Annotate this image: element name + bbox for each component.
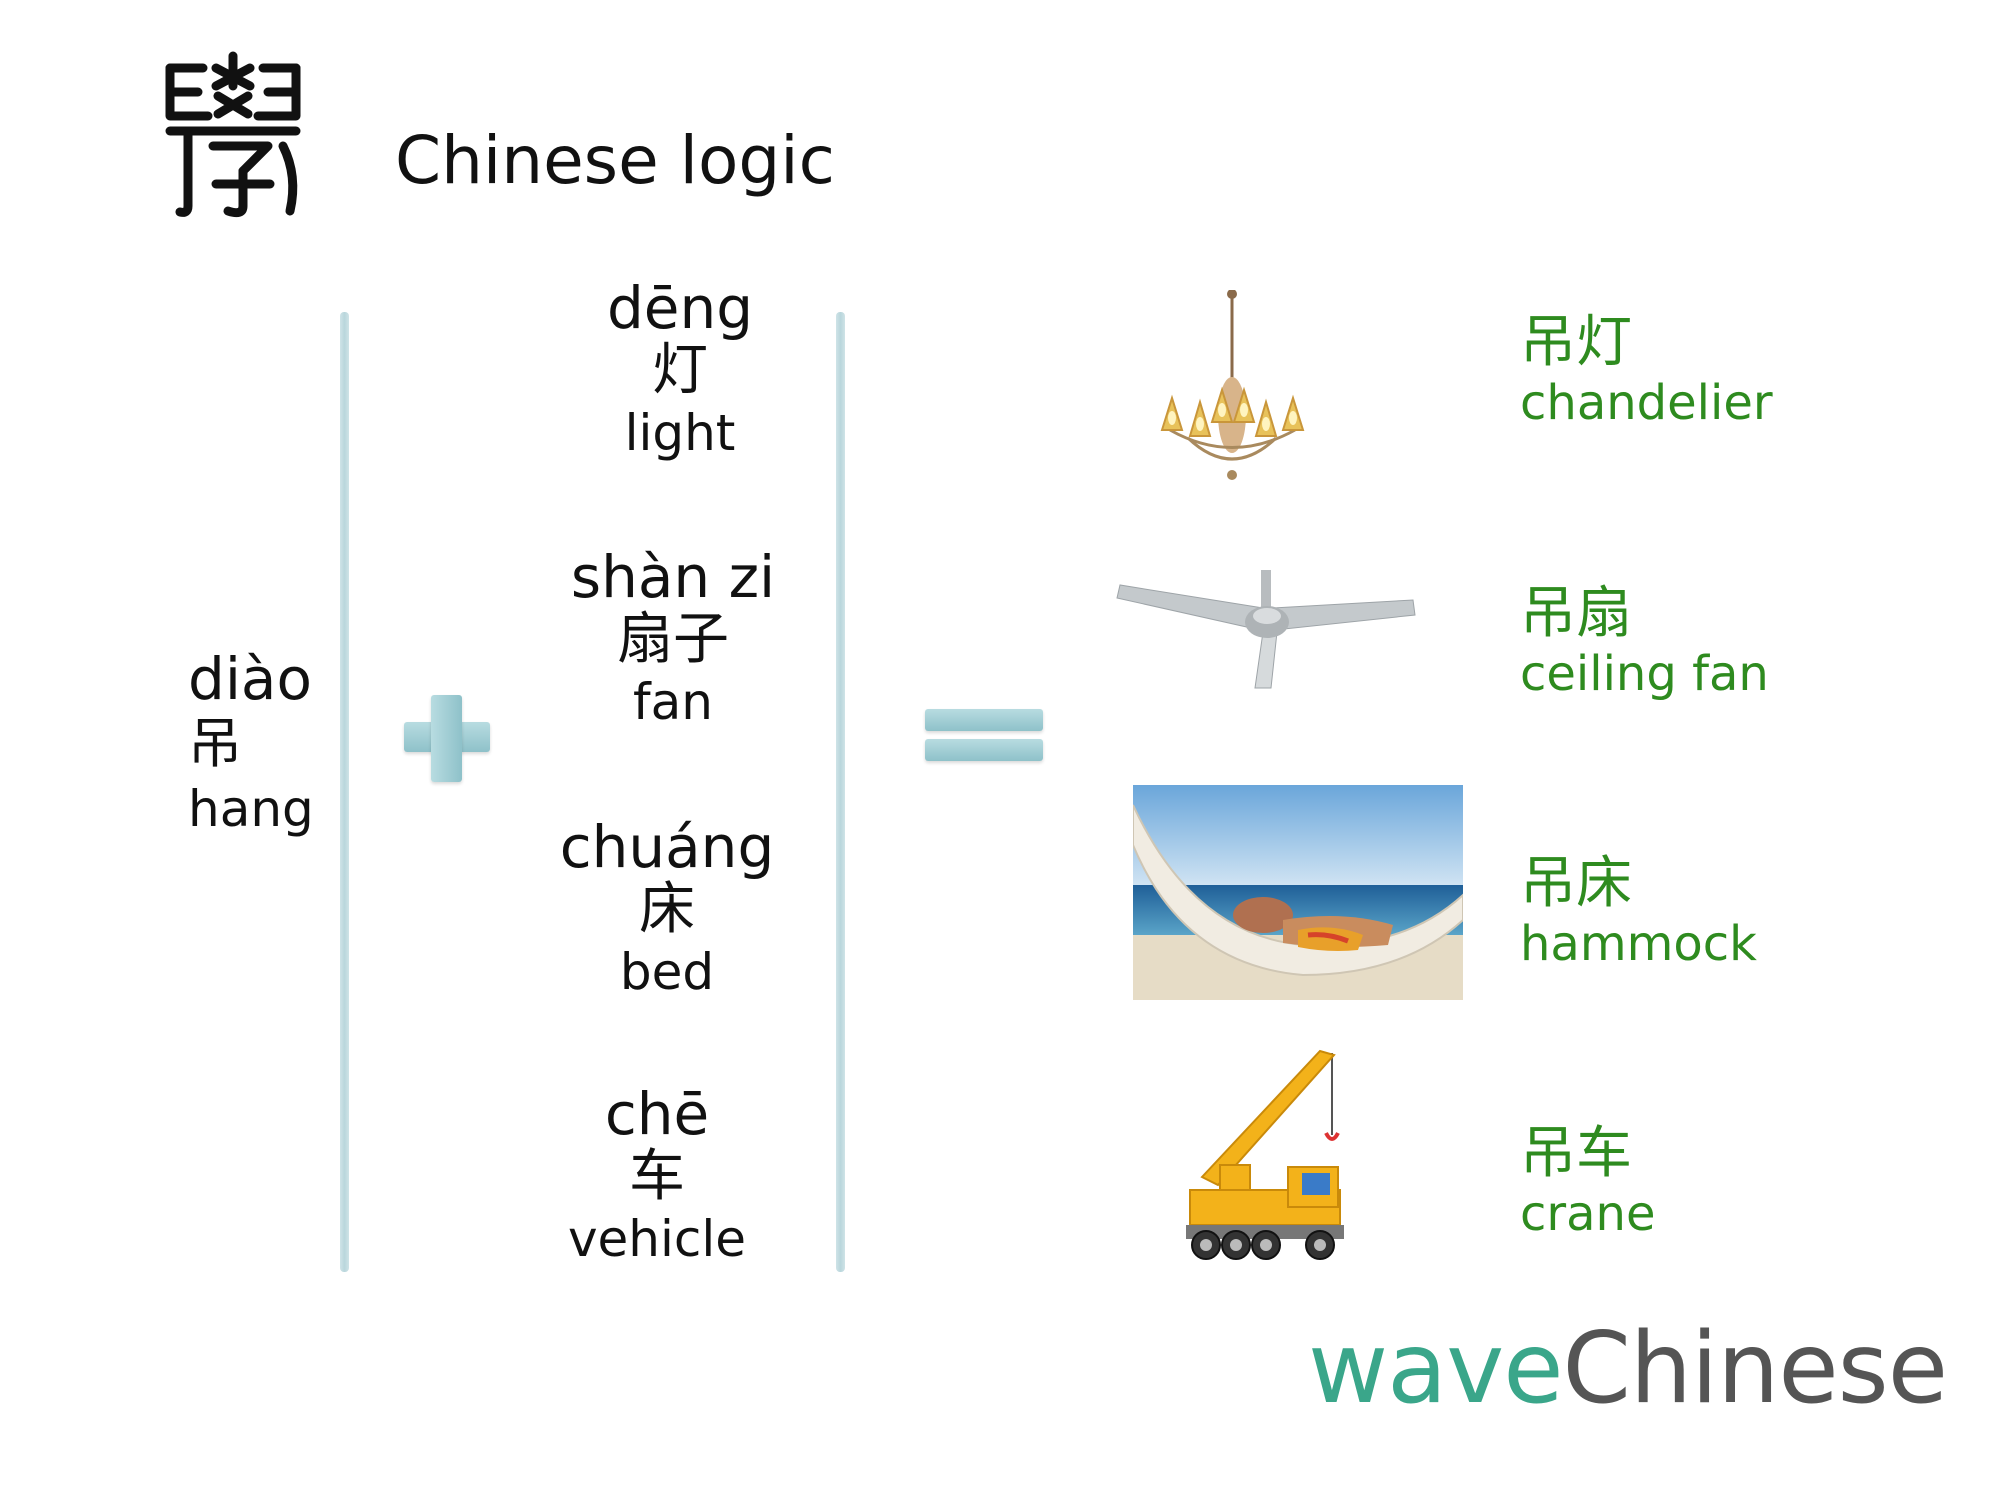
component-hanzi: 灯 [652,338,708,403]
right-divider [836,312,845,1272]
wavechinese-logo: waveChinese [1308,1320,1948,1418]
result-chandelier: 吊灯 chandelier [1520,309,1773,431]
result-english: chandelier [1520,375,1773,432]
component-hanzi: 车 [629,1144,685,1209]
component-fan: shàn zi 扇子 fan [483,548,863,732]
component-bed: chuáng 床 bed [477,818,857,1002]
result-crane: 吊车 crane [1520,1120,1656,1242]
component-english: bed [619,943,715,1002]
component-pinyin: shàn zi [570,543,776,611]
component-hanzi: 扇子 [617,607,729,672]
root-pinyin: diào [188,645,312,713]
result-english: crane [1520,1186,1656,1243]
result-english: ceiling fan [1520,646,1769,703]
root-hanzi: 吊 [188,711,242,775]
component-pinyin: dēng [606,274,754,342]
root-character: diào 吊 hang [188,645,314,842]
component-vehicle: chē 车 vehicle [467,1085,847,1269]
logo-chinese-text: Chinese [1562,1312,1949,1426]
root-english: hang [188,779,314,838]
result-english: hammock [1520,916,1757,973]
result-ceiling-fan: 吊扇 ceiling fan [1520,580,1769,702]
result-hanzi: 吊灯 [1520,310,1632,375]
crane-image [1180,1045,1350,1270]
component-english: light [624,404,736,463]
result-hanzi: 吊床 [1520,851,1632,916]
ceiling-fan-image [1115,560,1420,690]
seal-character-icon [165,51,301,218]
logo-wave-text: wave [1308,1312,1563,1426]
result-hanzi: 吊车 [1520,1121,1632,1186]
chandelier-image [1150,289,1315,485]
component-pinyin: chē [604,1080,710,1148]
result-hanzi: 吊扇 [1520,581,1632,646]
seal-logo [158,46,308,221]
result-hammock: 吊床 hammock [1520,850,1757,972]
component-english: fan [633,673,713,732]
component-pinyin: chuáng [559,813,775,881]
page-title: Chinese logic [395,122,835,199]
component-light: dēng 灯 light [490,279,870,463]
left-divider [340,312,349,1272]
hammock-image [1133,785,1463,1000]
component-hanzi: 床 [639,877,695,942]
component-english: vehicle [567,1210,747,1269]
